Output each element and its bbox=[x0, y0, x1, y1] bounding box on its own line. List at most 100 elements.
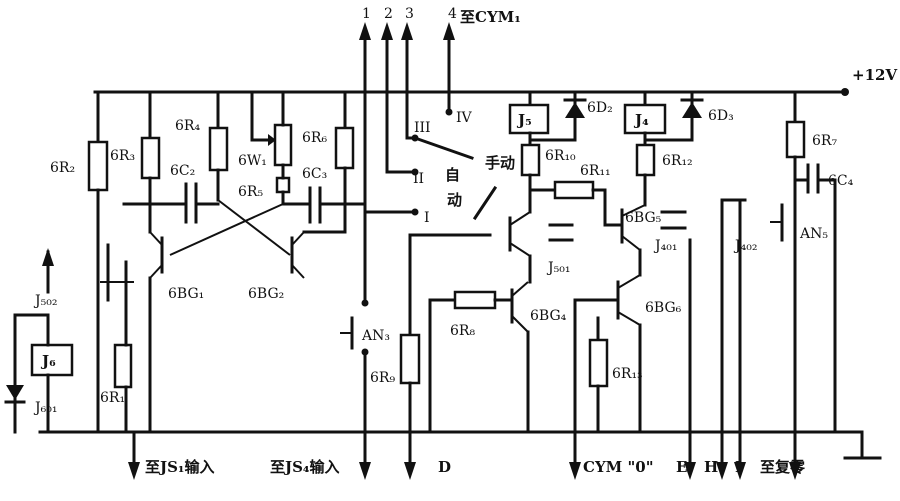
bg5-label: 6BG₅ bbox=[625, 210, 662, 226]
w1-label: 6W₁ bbox=[238, 153, 267, 169]
r12-label: 6R₁₂ bbox=[662, 153, 693, 169]
r7-label: 6R₇ bbox=[812, 133, 837, 149]
j502-label: J₅₀₂ bbox=[33, 293, 57, 309]
w1-wiper-icon bbox=[268, 134, 276, 146]
j5-label: J₅ bbox=[516, 111, 532, 129]
resistor-r11 bbox=[553, 180, 595, 200]
reset-arrow-icon bbox=[789, 462, 801, 480]
cross-link-a bbox=[217, 199, 291, 256]
terminal-1-label: 1 bbox=[362, 6, 371, 22]
an3-label: AN₃ bbox=[361, 328, 390, 344]
bg4-label: 6BG₄ bbox=[530, 308, 567, 324]
r11-label: 6R₁₁ bbox=[580, 163, 611, 179]
terminal-3-label: 3 bbox=[405, 6, 414, 22]
contact-I bbox=[411, 208, 419, 216]
relay-j4 bbox=[623, 103, 667, 135]
cym0-wire bbox=[573, 298, 620, 472]
potentiometer-w1 bbox=[273, 123, 293, 167]
resistor-r3 bbox=[140, 136, 161, 180]
d-arrow-icon bbox=[404, 462, 416, 480]
r10-label: 6R₁₀ bbox=[545, 148, 576, 164]
d3-diode-icon bbox=[682, 102, 702, 118]
selector-wiper bbox=[413, 136, 474, 160]
r6-label: 6R₆ bbox=[302, 130, 327, 146]
arrow-3-icon bbox=[401, 22, 413, 40]
c3-label: 6C₃ bbox=[302, 166, 327, 182]
an5-label: AN₅ bbox=[799, 226, 828, 242]
resistor-r12 bbox=[635, 143, 656, 177]
contact-II bbox=[411, 168, 419, 176]
terminal-4-label: 4 bbox=[448, 6, 457, 22]
j6-diode-icon bbox=[6, 385, 24, 400]
j401-label: J₄₀₁ bbox=[653, 238, 677, 254]
j6-link-wire bbox=[13, 313, 50, 347]
d2-label: 6D₂ bbox=[587, 100, 613, 116]
j501-label: J₅₀₁ bbox=[546, 260, 570, 276]
wire-2 bbox=[385, 68, 417, 174]
relay-j6 bbox=[30, 343, 74, 377]
bg4-collector bbox=[511, 281, 529, 297]
resistor-r9 bbox=[399, 333, 421, 385]
d2-diode-icon bbox=[565, 102, 585, 118]
d3-label: 6D₃ bbox=[708, 108, 734, 124]
r3-label: 6R₃ bbox=[110, 148, 135, 164]
bg1-emitter bbox=[149, 264, 163, 279]
j4-label: J₄ bbox=[633, 111, 649, 129]
resistor-r8 bbox=[453, 290, 497, 310]
js4-arrow-icon bbox=[359, 462, 371, 480]
j601-label: J₆₀₁ bbox=[33, 400, 57, 416]
i-label: I bbox=[735, 458, 742, 476]
bg6-label: 6BG₆ bbox=[645, 300, 682, 316]
bg5-collector bbox=[621, 204, 646, 217]
c4-right-wire bbox=[816, 178, 837, 434]
bg2-emitter bbox=[291, 264, 305, 279]
to-js4-label: 至JS₄输入 bbox=[270, 458, 340, 476]
resistor-r6 bbox=[334, 126, 355, 170]
e-label: E bbox=[676, 458, 687, 476]
supply-label: +12V bbox=[852, 66, 897, 84]
r8-label: 6R₈ bbox=[450, 323, 475, 339]
resistor-r1 bbox=[113, 343, 133, 389]
bg1-collector bbox=[149, 231, 163, 246]
auto-label-2: 动 bbox=[447, 191, 462, 209]
r13-label: 6R₁₃ bbox=[612, 366, 643, 382]
switch-II-label: II bbox=[413, 171, 424, 187]
bg1-label: 6BG₁ bbox=[168, 286, 204, 302]
bg5-emitter bbox=[621, 235, 641, 251]
arrow-1-icon bbox=[359, 22, 371, 40]
r9-top-wire bbox=[408, 233, 492, 337]
j501-collector bbox=[509, 211, 531, 226]
bg6-collector bbox=[617, 274, 641, 289]
arrow-4-icon bbox=[443, 22, 455, 40]
contact-IV bbox=[445, 108, 453, 116]
r4-label: 6R₄ bbox=[175, 118, 200, 134]
bg4-emitter bbox=[511, 315, 529, 333]
r9-label: 6R₉ bbox=[370, 370, 395, 386]
reset-label: 至复零 bbox=[760, 458, 806, 476]
an3-contact-top bbox=[361, 299, 369, 307]
terminal-2-label: 2 bbox=[384, 6, 393, 22]
resistor-r13 bbox=[588, 338, 609, 388]
resistor-r4 bbox=[208, 126, 229, 172]
resistor-r5 bbox=[275, 176, 291, 194]
js1-arrow-icon bbox=[128, 462, 140, 480]
cross-link-b bbox=[169, 203, 284, 256]
r1-label: 6R₁ bbox=[100, 390, 125, 406]
r2-label: 6R₂ bbox=[50, 160, 75, 176]
manual-lever bbox=[472, 185, 498, 221]
supply-terminal bbox=[841, 88, 849, 96]
r11-right-wire bbox=[591, 188, 624, 227]
d-label: D bbox=[438, 458, 451, 476]
resistor-r10 bbox=[520, 143, 541, 177]
j402-label: J₄₀₂ bbox=[733, 238, 757, 254]
bg6-emitter bbox=[617, 311, 641, 326]
cym0-arrow-icon bbox=[569, 462, 581, 480]
j6-arrow-icon bbox=[42, 248, 54, 266]
to-js1-label: 至JS₁输入 bbox=[145, 458, 215, 476]
bg2-collector bbox=[291, 231, 305, 246]
switch-I-label: I bbox=[424, 210, 430, 226]
arrow-2-icon bbox=[381, 22, 393, 40]
resistor-r2 bbox=[87, 140, 109, 192]
r5-label: 6R₅ bbox=[238, 184, 263, 200]
